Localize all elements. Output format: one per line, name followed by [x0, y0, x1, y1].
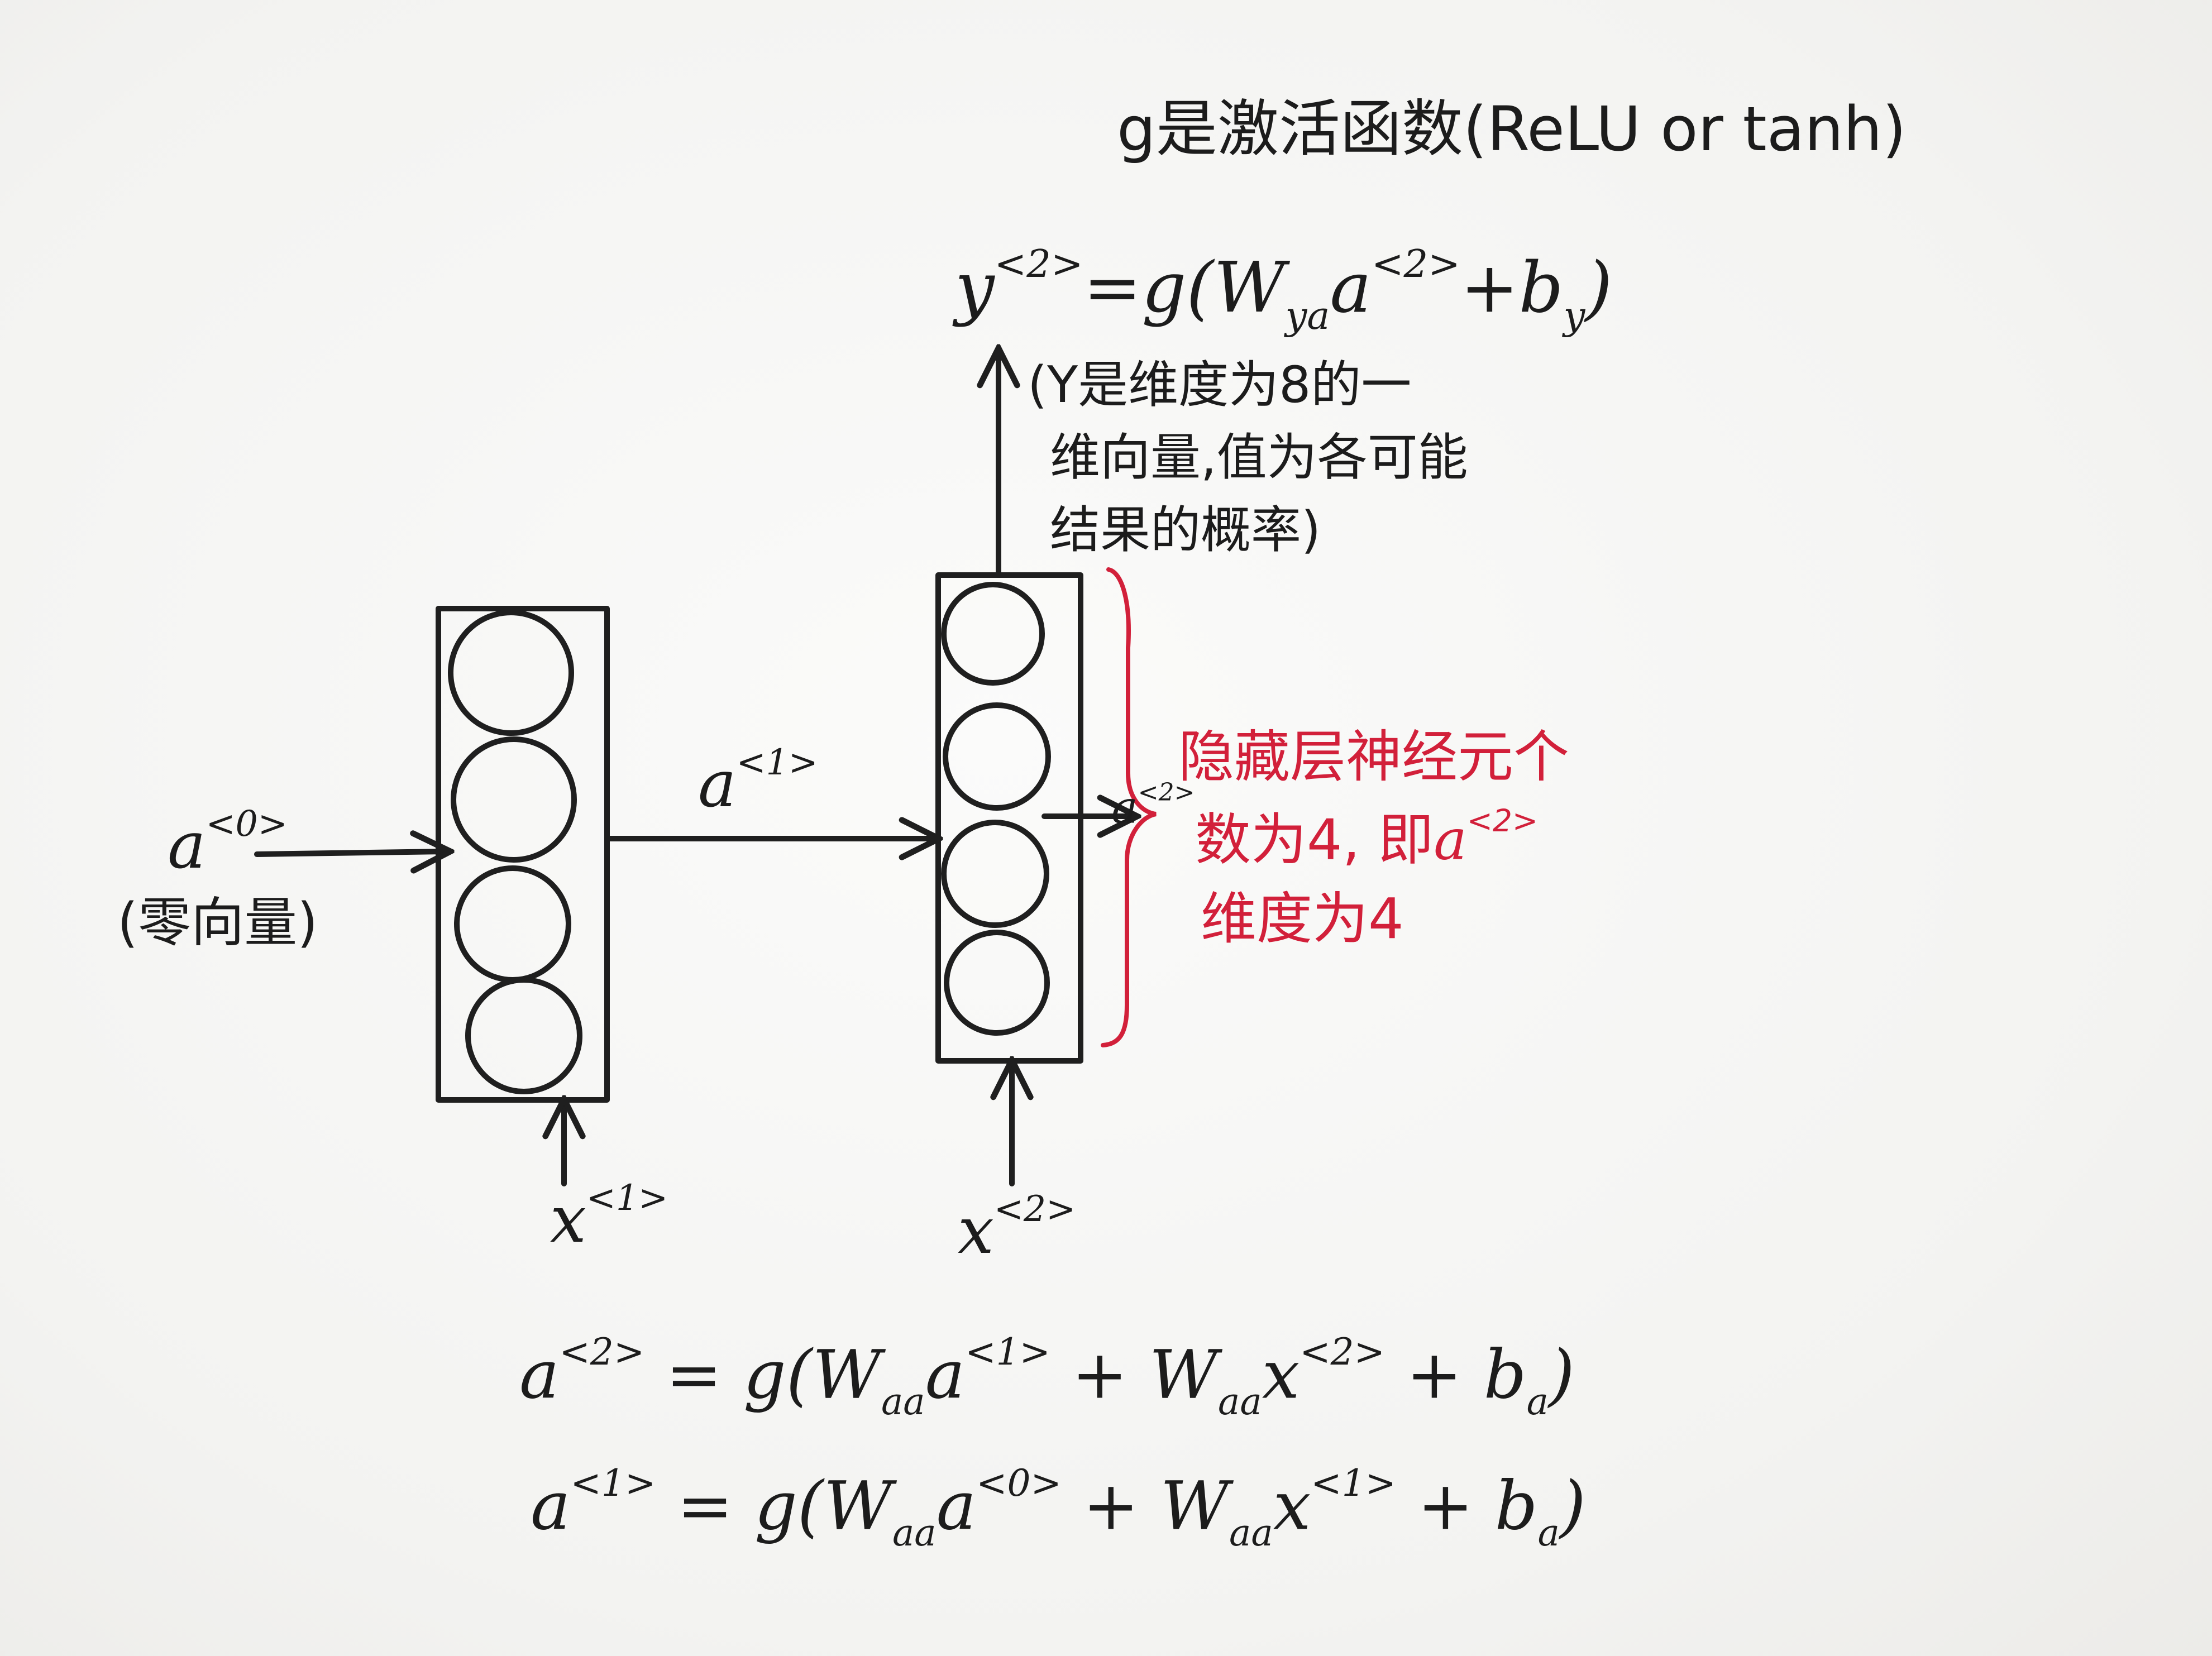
eq2-plus: + W — [1061, 1467, 1229, 1545]
a0-symbol: a — [168, 808, 206, 883]
cell-2-neuron-4 — [944, 930, 1050, 1036]
a1-sup: <1> — [736, 741, 818, 783]
input-a0-label: a<0> — [168, 804, 288, 882]
input-a0-note: (零向量) — [117, 892, 318, 954]
output-note-line-2: 维向量,值为各可能 — [1050, 428, 1468, 487]
hidden-layer-bracket — [1101, 567, 1157, 1047]
x2-symbol: x — [958, 1193, 994, 1269]
a0-sup: <0> — [206, 803, 288, 844]
eq1-a: a — [925, 1336, 966, 1414]
eq1-lhs: a — [519, 1336, 560, 1414]
eq1-bias: + b — [1384, 1336, 1527, 1414]
arrow-a0-to-cell-1 — [254, 851, 447, 854]
rnn-cell-1-box — [436, 606, 610, 1103]
cell-1-neuron-3 — [454, 865, 571, 983]
input-x1-label: x<1> — [550, 1178, 668, 1256]
eq1-plus: + W — [1050, 1336, 1218, 1414]
a2-sup: <2> — [1138, 778, 1195, 807]
x1-sup: <1> — [586, 1177, 668, 1218]
input-x2-label: x<2> — [958, 1189, 1076, 1267]
cell-2-neuron-3 — [941, 820, 1049, 928]
eq2-lhs: a — [531, 1467, 571, 1545]
eq1-b-sub: a — [1526, 1380, 1549, 1424]
x2-sup: <2> — [993, 1188, 1076, 1229]
output-eq-close: ) — [1585, 247, 1613, 328]
x1-symbol: x — [550, 1182, 586, 1257]
hidden-note-line-2: 数为4, 即a<2> — [1195, 803, 1538, 873]
eq2-bias: + b — [1396, 1467, 1538, 1545]
eq2-close: ) — [1559, 1467, 1586, 1545]
eq1-w1-sub: aa — [881, 1380, 925, 1424]
output-eq-a: a — [1330, 247, 1372, 328]
eq2-lhs-sup: <1> — [570, 1462, 656, 1505]
equation-a1: a<1> = g(Waaa<0> + Waax<1> + ba) — [531, 1463, 1586, 1554]
hidden-note-line-3: 维度为4 — [1201, 886, 1404, 951]
output-eq-lhs-sup: <2> — [994, 242, 1083, 286]
output-eq-w-sub: ya — [1285, 293, 1330, 338]
output-eq-a-sup: <2> — [1371, 242, 1460, 286]
eq2-b-sub: a — [1537, 1511, 1560, 1555]
cell-2-neuron-1 — [941, 582, 1045, 686]
cell-1-neuron-1 — [448, 610, 574, 736]
eq2-eq: = g(W — [656, 1467, 892, 1545]
eq1-eq: = g(W — [644, 1336, 881, 1414]
hidden-state-a1-label: a<1> — [698, 743, 818, 821]
output-note-line-3: 结果的概率) — [1050, 501, 1321, 559]
cell-1-neuron-4 — [465, 977, 582, 1094]
hidden-note-line-2-text: 数为4, 即 — [1195, 807, 1434, 873]
output-eq-lhs: y — [955, 247, 995, 328]
a1-symbol: a — [698, 746, 737, 822]
eq1-close: ) — [1548, 1336, 1575, 1414]
eq2-x-sup: <1> — [1311, 1462, 1396, 1505]
eq2-w2-sub: aa — [1229, 1511, 1273, 1555]
hidden-state-a2-label: a<2> — [1111, 779, 1195, 832]
activation-function-note: g是激活函数(ReLU or tanh) — [1117, 93, 1907, 165]
hidden-note-a-sup: <2> — [1466, 803, 1538, 839]
eq2-a: a — [936, 1467, 977, 1545]
hidden-note-line-1: 隐藏层神经元个 — [1178, 724, 1569, 789]
eq1-w2-sub: aa — [1217, 1380, 1262, 1424]
eq1-lhs-sup: <2> — [559, 1330, 645, 1373]
output-equation: y<2>=g(Wyaa<2>+by) — [955, 243, 1612, 338]
eq1-x: x — [1262, 1336, 1300, 1414]
eq1-a-sup: <1> — [965, 1330, 1050, 1373]
eq2-x: x — [1273, 1467, 1311, 1545]
eq1-x-sup: <2> — [1300, 1330, 1385, 1373]
eq2-a-sup: <0> — [976, 1462, 1062, 1505]
output-eq-mid: =g(W — [1083, 247, 1286, 328]
equation-a2: a<2> = g(Waaa<1> + Waax<2> + ba) — [519, 1332, 1575, 1423]
output-note-line-1: (Y是维度为8的一 — [1028, 356, 1412, 414]
output-eq-tail: +b — [1460, 247, 1564, 328]
a2-symbol: a — [1111, 781, 1138, 834]
hidden-note-a-symbol: a — [1434, 807, 1467, 873]
output-eq-tail-sub: y — [1563, 293, 1585, 338]
eq2-w1-sub: aa — [892, 1511, 937, 1555]
cell-1-neuron-2 — [451, 736, 577, 863]
cell-2-neuron-2 — [943, 702, 1051, 811]
